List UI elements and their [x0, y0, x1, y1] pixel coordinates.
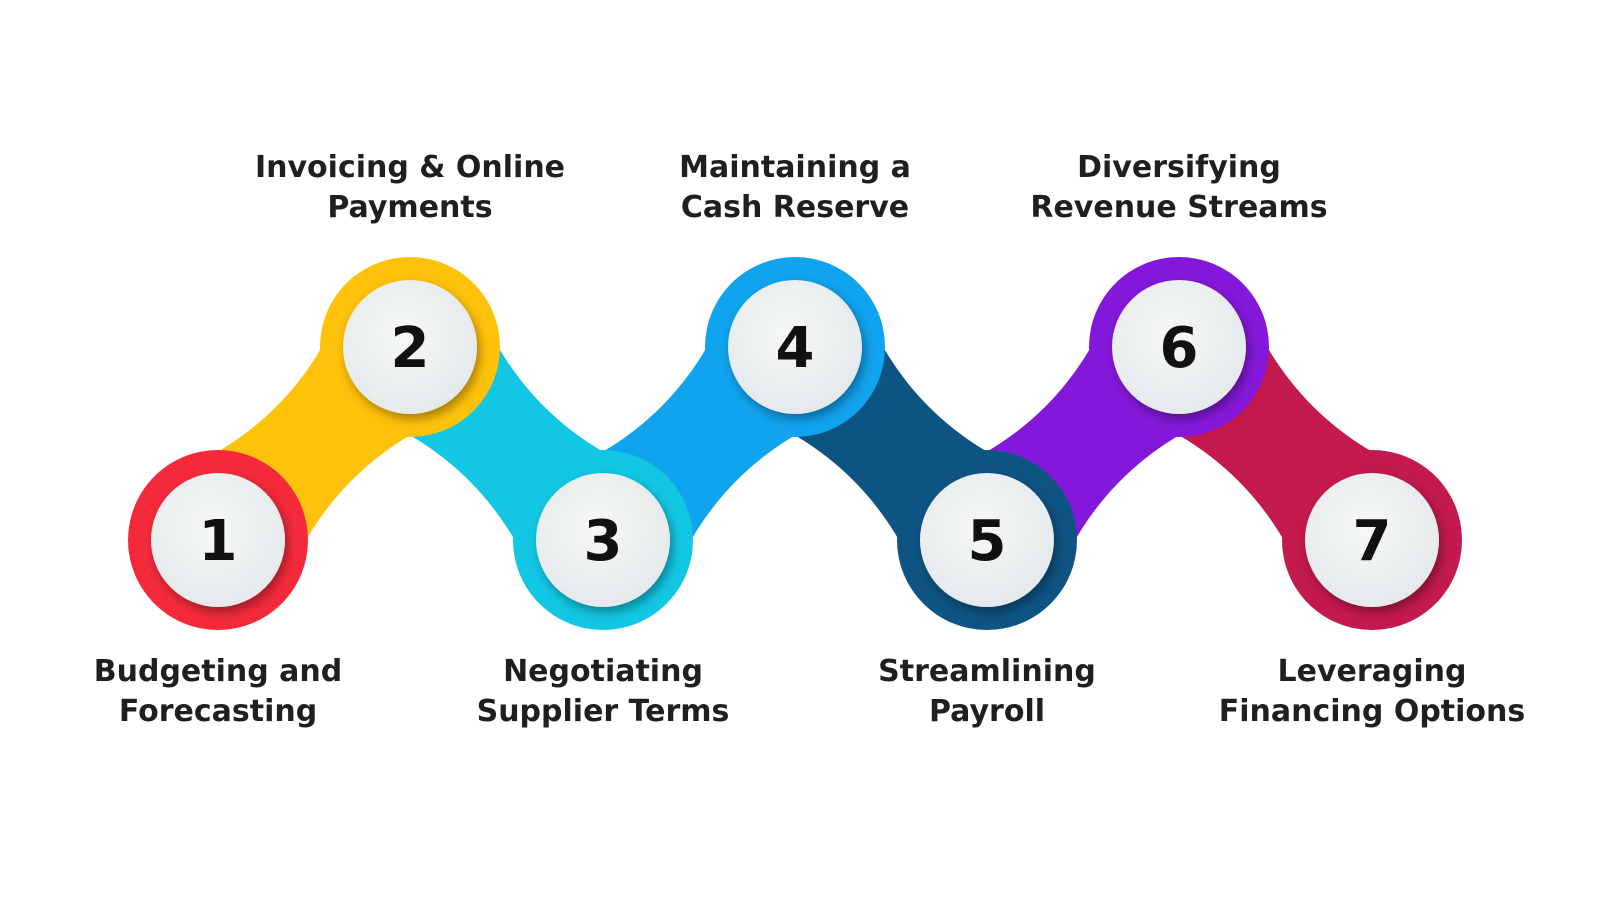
step-number-2: 2 — [391, 316, 430, 381]
step-label-line: Budgeting and — [93, 654, 343, 689]
step-label-line: Payroll — [928, 694, 1046, 729]
step-label-line: Diversifying — [1077, 150, 1281, 185]
step-node-1 — [151, 473, 285, 607]
step-node-3 — [536, 473, 670, 607]
step-label-line: Maintaining a — [679, 150, 911, 185]
step-label-line: Cash Reserve — [680, 190, 910, 225]
step-node-2 — [343, 280, 477, 414]
step-number-3: 3 — [584, 509, 623, 574]
step-label-line: Supplier Terms — [476, 694, 730, 729]
step-label-line: Revenue Streams — [1030, 190, 1328, 225]
step-node-7 — [1305, 473, 1439, 607]
step-number-1: 1 — [199, 509, 238, 574]
step-node-5 — [920, 473, 1054, 607]
step-node-4 — [728, 280, 862, 414]
step-label-line: Forecasting — [118, 694, 318, 729]
step-label-line: Leveraging — [1277, 654, 1467, 689]
step-node-6 — [1112, 280, 1246, 414]
step-number-4: 4 — [776, 316, 815, 381]
step-label-line: Negotiating — [503, 654, 703, 689]
node-layer: 1 2 3 4 5 6 7 — [151, 280, 1439, 607]
step-label-line: Invoicing & Online — [254, 150, 566, 185]
step-label-line: Streamlining — [878, 654, 1096, 689]
step-number-7: 7 — [1353, 509, 1392, 574]
step-label-line: Financing Options — [1218, 694, 1526, 729]
step-label-4: Maintaining a Cash Reserve — [625, 148, 965, 228]
step-number-6: 6 — [1160, 316, 1199, 381]
step-number-5: 5 — [968, 509, 1007, 574]
step-label-line: Payments — [327, 190, 493, 225]
